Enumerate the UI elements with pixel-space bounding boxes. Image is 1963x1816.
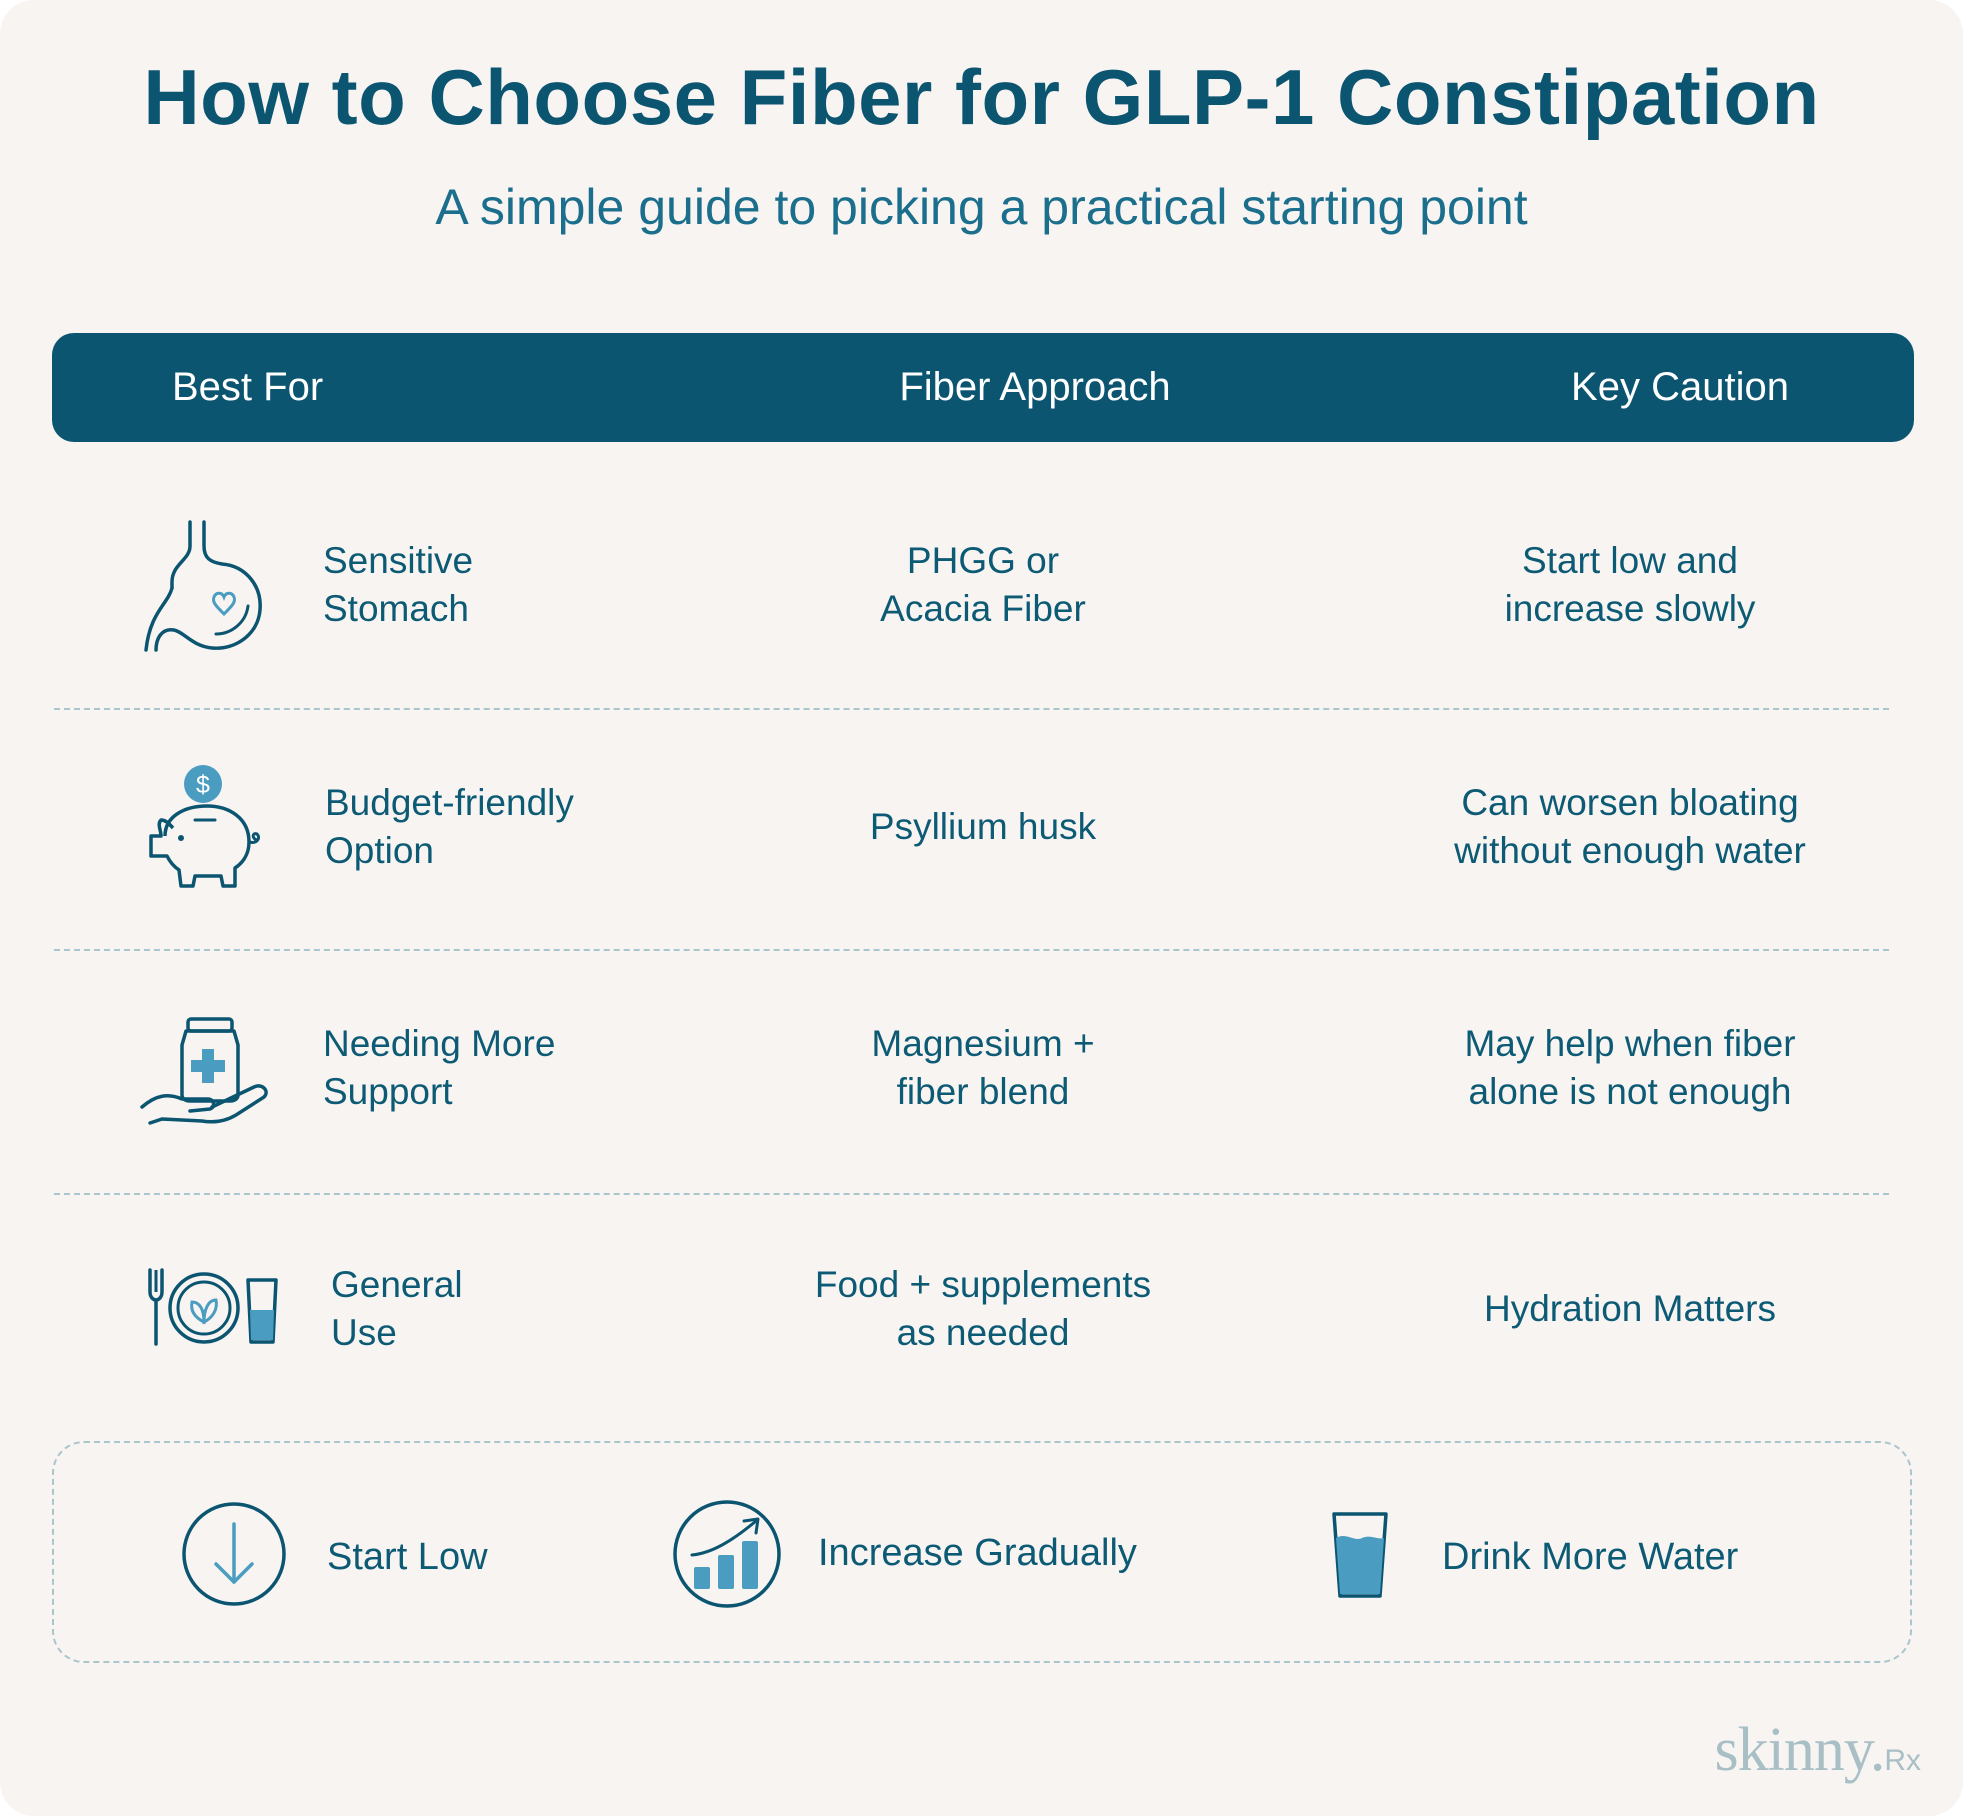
bar-chart-growth-icon: [672, 1499, 782, 1609]
tip-start-low: Start Low: [327, 1536, 488, 1578]
hand-supplement-bottle-icon: [138, 1015, 274, 1125]
tips-box: [52, 1441, 1912, 1663]
row-key-caution: Start low and increase slowly: [1504, 540, 1756, 629]
row-best-for: Sensitive Stomach: [323, 540, 474, 629]
tip-drink-more-water: Drink More Water: [1442, 1536, 1739, 1578]
table-row: Needing More Support Magnesium + fiber b…: [0, 993, 1963, 1143]
row-key-caution: Hydration Matters: [1484, 1288, 1776, 1329]
row-best-for: Budget-friendly Option: [325, 782, 574, 871]
piggy-bank-dollar-icon: $: [145, 764, 267, 892]
page-subtitle: A simple guide to picking a practical st…: [435, 179, 1528, 235]
tip-increase-gradually: Increase Gradually: [818, 1532, 1137, 1574]
row-divider: [54, 1193, 1889, 1195]
table-row: Sensitive Stomach PHGG or Acacia Fiber S…: [0, 510, 1963, 660]
row-fiber-approach: PHGG or Acacia Fiber: [880, 540, 1086, 629]
page-title: How to Choose Fiber for GLP-1 Constipati…: [143, 53, 1820, 141]
header-best-for: Best For: [172, 365, 324, 409]
table-row: General Use Food + supplements as needed…: [0, 1234, 1963, 1384]
row-divider: [54, 949, 1889, 951]
skinny-rx-logo: skinny.Rx: [1714, 1716, 1922, 1784]
table-header: Best For Fiber Approach Key Caution: [52, 333, 1914, 442]
row-fiber-approach: Magnesium + fiber blend: [871, 1023, 1095, 1112]
row-best-for: General Use: [331, 1264, 463, 1353]
row-key-caution: May help when fiber alone is not enough: [1464, 1023, 1796, 1112]
svg-text:$: $: [196, 771, 210, 799]
row-key-caution: Can worsen bloating without enough water: [1454, 782, 1806, 871]
row-fiber-approach: Food + supplements as needed: [814, 1264, 1152, 1353]
stomach-heart-icon: [142, 518, 266, 652]
header-key-caution: Key Caution: [1571, 365, 1789, 409]
header-fiber-approach: Fiber Approach: [899, 365, 1171, 409]
fork-plate-glass-icon: [146, 1266, 280, 1346]
row-fiber-approach: Psyllium husk: [869, 806, 1097, 847]
row-divider: [54, 708, 1889, 710]
row-best-for: Needing More Support: [323, 1023, 556, 1112]
table-row: $ Budget-friendly Option Psyllium husk C…: [0, 752, 1963, 902]
arrow-down-circle-icon: [180, 1500, 288, 1608]
water-glass-icon: [1330, 1510, 1390, 1600]
